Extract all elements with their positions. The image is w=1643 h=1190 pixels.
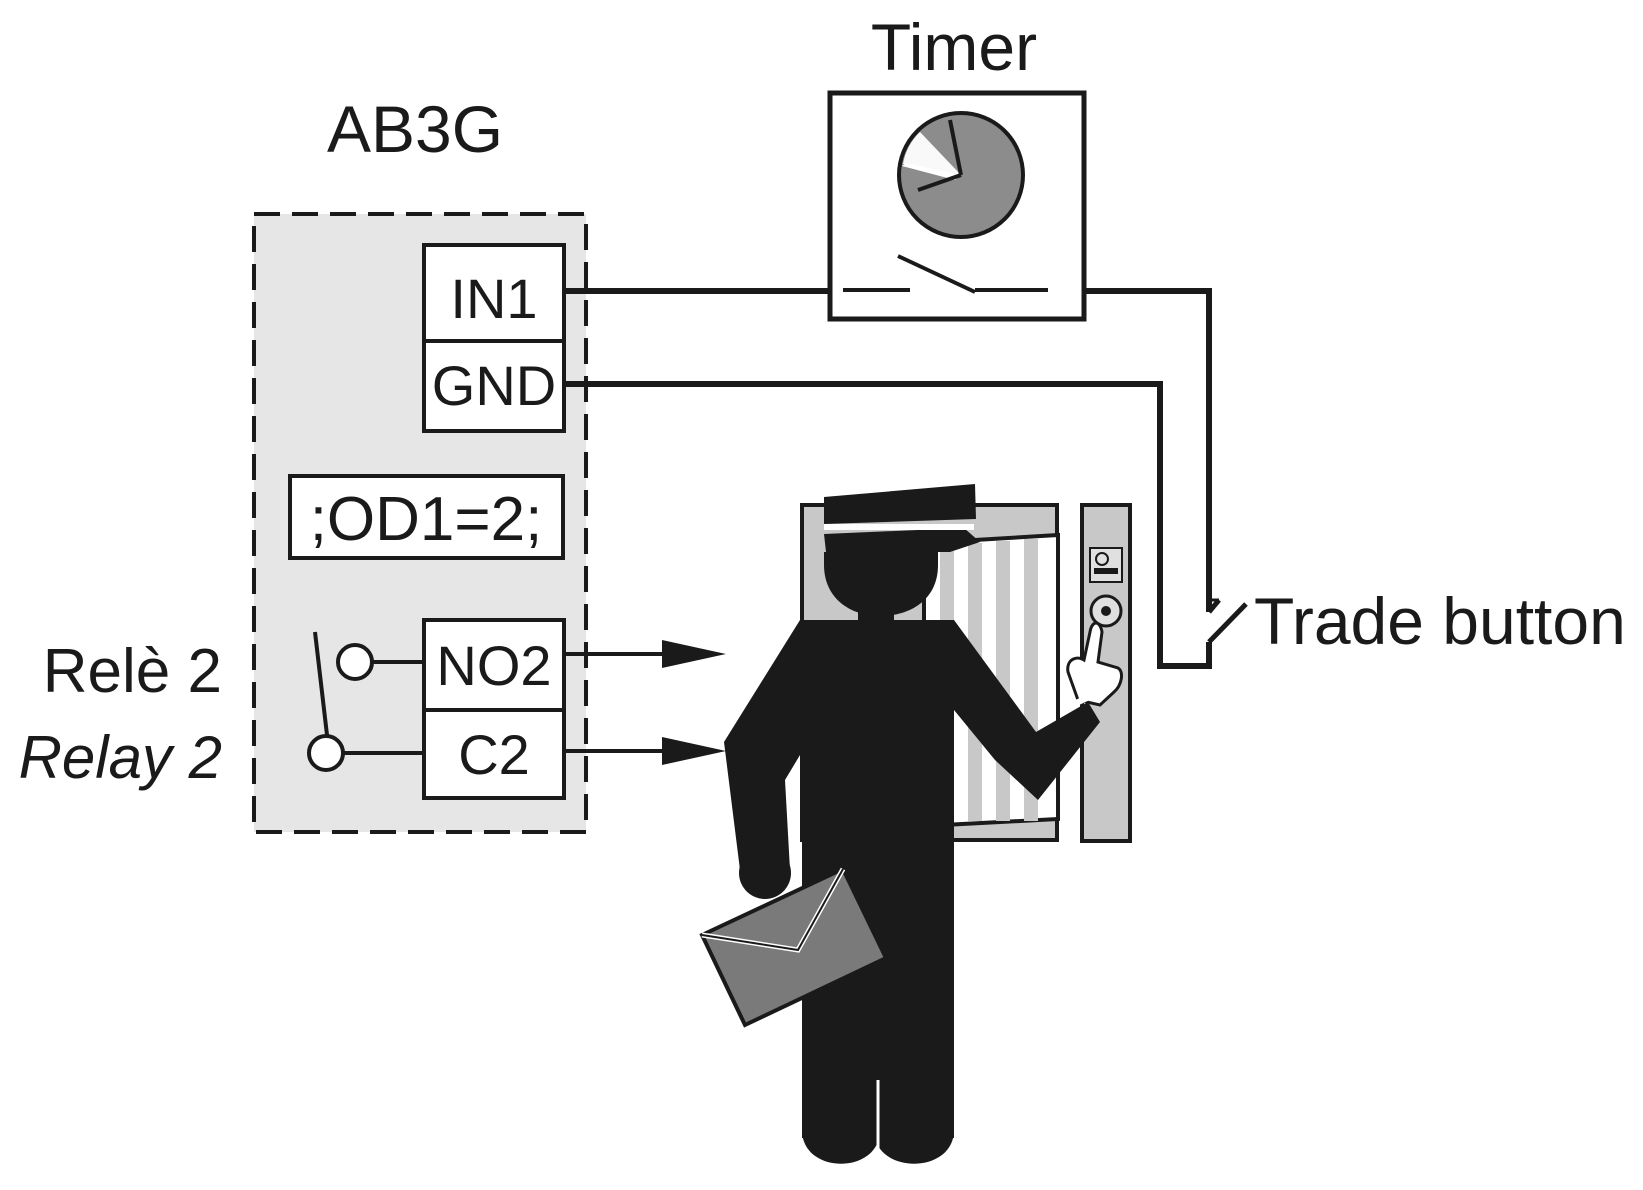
relay-label-it: Relè 2	[43, 637, 222, 706]
terminal-in1-label: IN1	[450, 267, 537, 330]
terminal-gnd	[422, 339, 566, 433]
relay-label-en: Relay 2	[19, 724, 222, 791]
device-title: AB3G	[327, 92, 503, 166]
terminal-no2	[422, 618, 566, 712]
c2-output-arrow	[564, 737, 726, 765]
trade-button-contact	[1207, 598, 1248, 644]
trade-button-label: Trade button	[1254, 584, 1626, 658]
relay-switch-symbol	[307, 631, 424, 772]
envelope-icon	[699, 866, 889, 1028]
terminal-in1	[422, 243, 566, 343]
timer-contact-symbol	[843, 254, 1048, 294]
postman-figure-icon	[724, 484, 1123, 1164]
terminal-gnd-label: GND	[432, 354, 556, 417]
config-string: ;OD1=2;	[310, 485, 543, 554]
no2-output-arrow	[564, 640, 726, 668]
terminal-c2-label: C2	[458, 723, 530, 786]
clock-icon	[897, 111, 1025, 239]
config-box	[288, 474, 565, 560]
terminal-no2-label: NO2	[436, 634, 551, 697]
wire-timer-button	[1084, 288, 1212, 612]
wire-gnd-button	[564, 381, 1212, 669]
terminal-c2	[422, 708, 566, 800]
timer-label: Timer	[871, 10, 1037, 84]
